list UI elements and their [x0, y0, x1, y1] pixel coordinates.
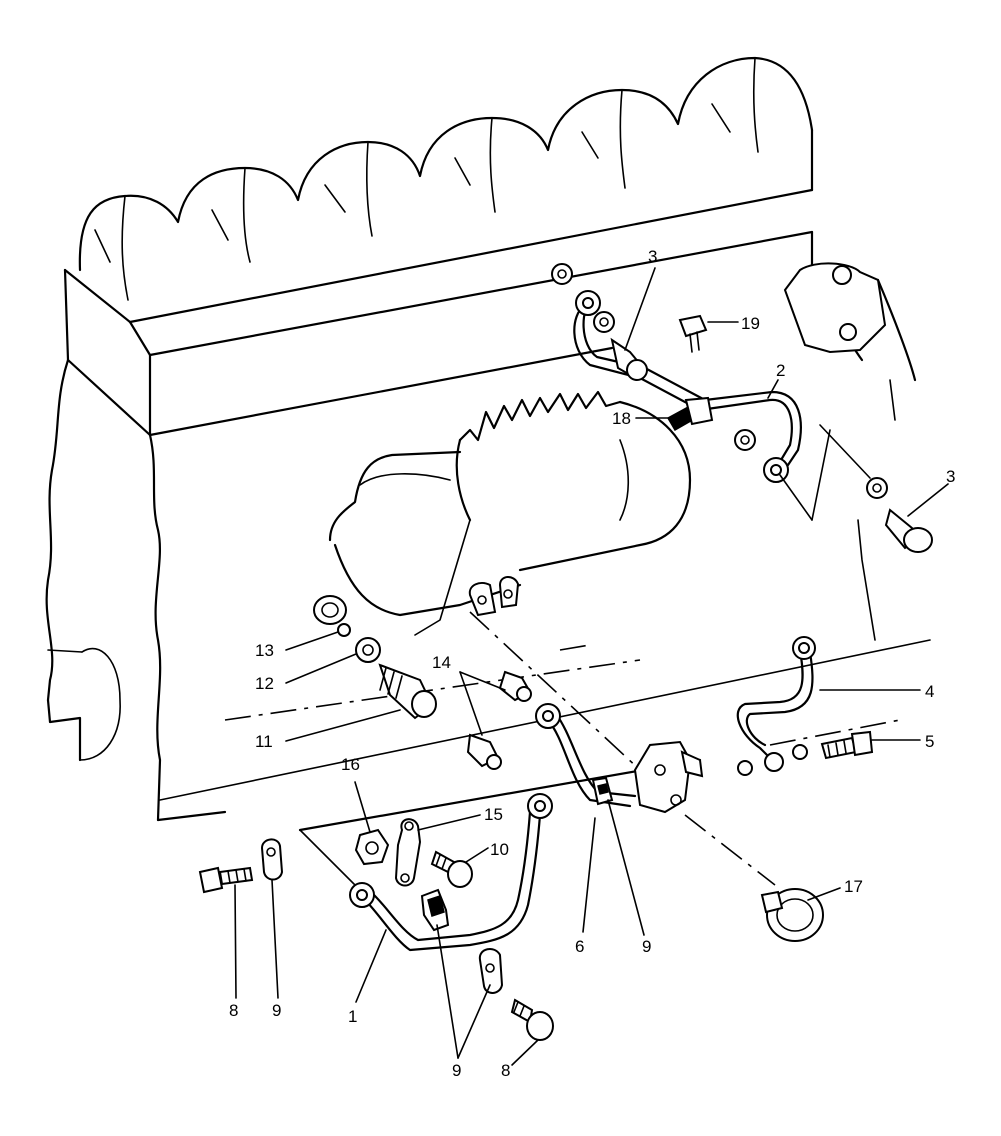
- callout-9-left: 9: [272, 1001, 281, 1020]
- pump-boss: [313, 595, 347, 625]
- fitting-18: [666, 396, 714, 432]
- bolt-10: [430, 850, 473, 888]
- fuel-line-4: [736, 636, 816, 772]
- part-11-valve: [378, 663, 437, 720]
- callout-12: 12: [255, 674, 274, 693]
- callout-14: 14: [432, 653, 451, 672]
- callout-19: 19: [741, 314, 760, 333]
- part-12-washer: [355, 637, 381, 663]
- callout-3-right: 3: [946, 467, 955, 486]
- clamp-9-mid: [591, 776, 614, 806]
- clamp-9-right: [478, 948, 504, 994]
- callout-8-left: 8: [229, 1001, 238, 1020]
- callout-labels: 3 19 2 18 3 13 14 12 4 11 5 16 15 10 17 …: [229, 247, 955, 1080]
- center-lines: [224, 424, 901, 886]
- valve-bracket-assembly: [633, 740, 704, 814]
- part-14-lower: [466, 733, 502, 770]
- bracket-15: [394, 818, 422, 887]
- banjo-bolt-upper: [610, 337, 648, 381]
- callout-16: 16: [341, 755, 360, 774]
- leader-lines: [234, 267, 949, 1066]
- callout-4: 4: [925, 682, 934, 701]
- callout-9-bottom: 9: [452, 1061, 461, 1080]
- engine-block: [45, 56, 931, 832]
- bolt-8-left: [198, 866, 254, 894]
- callout-3-upper: 3: [648, 247, 657, 266]
- callout-8-bottom: 8: [501, 1061, 510, 1080]
- nut-16: [354, 828, 390, 866]
- part-13-plug: [337, 623, 351, 637]
- right-mounting-bracket: [783, 262, 917, 421]
- callout-13: 13: [255, 641, 274, 660]
- sensor-17: [760, 888, 824, 942]
- injection-pump: [328, 390, 692, 636]
- banjo-bolt-right: [884, 508, 933, 553]
- callout-11: 11: [255, 732, 273, 751]
- bolt-19: [678, 314, 708, 353]
- bolt-8-right: [510, 998, 554, 1041]
- callout-9-mid: 9: [642, 937, 651, 956]
- callout-1: 1: [348, 1007, 357, 1026]
- callout-15: 15: [484, 805, 503, 824]
- clamp-9-left: [260, 838, 284, 881]
- callout-6: 6: [575, 937, 584, 956]
- callout-2: 2: [776, 361, 785, 380]
- part-14-upper: [498, 670, 532, 702]
- bolt-5: [737, 730, 874, 776]
- clamp-9-lower: [420, 888, 450, 932]
- callout-5: 5: [925, 732, 934, 751]
- callout-17: 17: [844, 877, 863, 896]
- callout-10: 10: [490, 840, 509, 859]
- callout-18: 18: [612, 409, 631, 428]
- washer-group-top: [551, 263, 888, 499]
- fuel-line-1: [349, 793, 553, 952]
